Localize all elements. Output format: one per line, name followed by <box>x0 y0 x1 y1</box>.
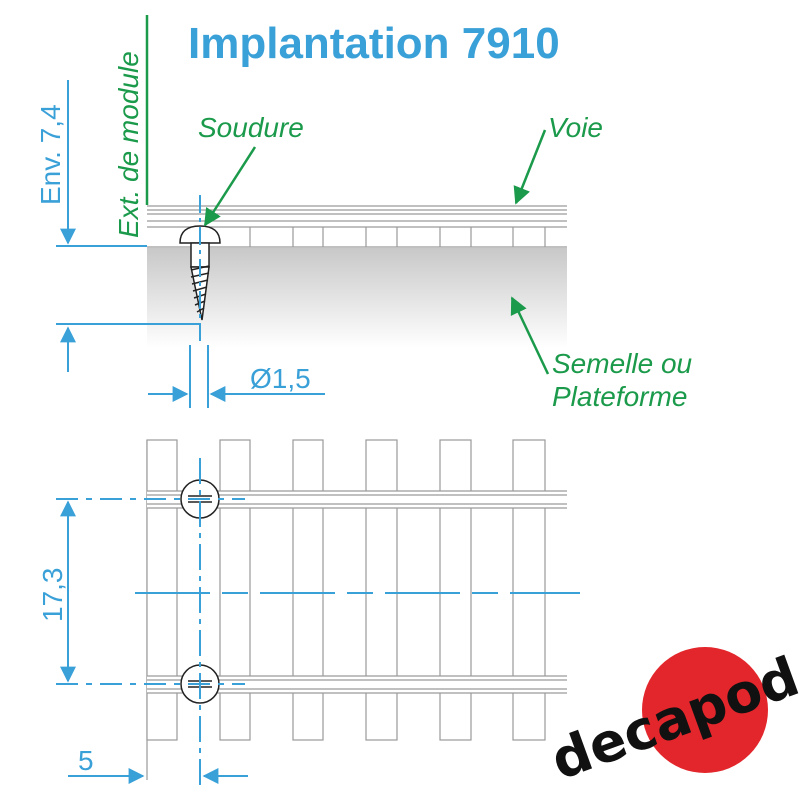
offset-label: 5 <box>78 745 94 776</box>
voie-arrow <box>513 129 547 205</box>
soudure-arrow <box>203 146 257 227</box>
diameter-label: Ø1,5 <box>250 363 311 394</box>
spacing-dimension: 17,3 <box>37 500 76 683</box>
sleeper-divisions <box>249 227 546 247</box>
env-dimension-label: Env. 7,4 <box>35 104 66 205</box>
semelle-arrow <box>510 296 550 375</box>
ext-module-label: Ext. de module <box>113 51 144 238</box>
spacing-label: 17,3 <box>37 568 68 623</box>
soudure-label: Soudure <box>198 112 304 143</box>
offset-dimension: 5 <box>68 745 248 784</box>
semelle-base <box>147 248 567 348</box>
env-dimension: Env. 7,4 <box>35 80 200 372</box>
decapod-logo: decapod <box>543 645 800 792</box>
logo-red-disc <box>642 647 768 773</box>
diameter-dimension: Ø1,5 <box>148 345 325 408</box>
diagram-title: Implantation 7910 <box>188 19 560 68</box>
semelle-label-line1: Semelle ou <box>552 348 693 379</box>
voie-label: Voie <box>548 112 603 143</box>
semelle-label-line2: Plateforme <box>552 381 687 412</box>
top-view <box>56 439 580 790</box>
